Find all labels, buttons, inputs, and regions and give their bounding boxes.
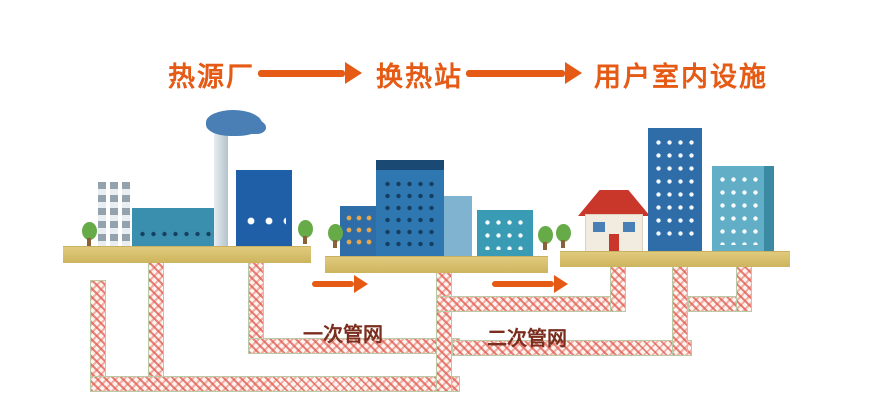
tree-icon <box>554 224 572 248</box>
ground-strip-left <box>63 246 311 263</box>
tree-trunk <box>333 240 337 248</box>
arrow-head <box>565 62 582 84</box>
pipe-vertical-tower <box>736 264 752 312</box>
user-teal-tower-side <box>764 166 774 252</box>
station-teal-windows <box>482 216 528 250</box>
power-plant-windows <box>242 212 286 230</box>
tall-chimney-icon <box>214 132 228 246</box>
tree-foliage <box>327 224 343 242</box>
primary-network-label: 一次管网 <box>303 324 383 346</box>
flow-step-user-indoor-facilities: 用户室内设施 <box>594 62 768 92</box>
station-annex-windows <box>344 212 372 250</box>
station-roofline <box>376 160 444 170</box>
tree-icon <box>296 220 314 244</box>
house-window <box>593 222 605 232</box>
flow-arrow-icon <box>466 62 582 84</box>
secondary-network-label: 二次管网 <box>487 328 567 350</box>
station-annex-building <box>340 206 376 256</box>
tree-icon <box>80 222 98 246</box>
pipe-vertical <box>148 262 164 392</box>
pipe-vertical-house <box>610 264 626 312</box>
tree-icon <box>326 224 344 248</box>
primary-network-arrow-icon <box>312 275 368 293</box>
factory-hall-building <box>132 208 218 246</box>
secondary-network-arrow-icon <box>492 275 568 293</box>
arrow-head <box>554 275 568 293</box>
house-door-icon <box>609 234 619 252</box>
arrow-head <box>345 62 362 84</box>
tree-foliage <box>555 224 571 242</box>
tree-trunk <box>561 240 565 248</box>
factory-chimney-icon <box>122 182 130 246</box>
house-roof-icon <box>578 190 650 216</box>
user-teal-tower-building <box>712 166 774 252</box>
pipe-horizontal-bottom <box>90 376 460 392</box>
arrow-shaft <box>492 281 554 287</box>
flow-step-heat-source-plant: 热源厂 <box>168 62 255 92</box>
factory-hall-windows <box>137 228 213 239</box>
flow-arrow-icon <box>258 62 362 84</box>
arrow-shaft <box>258 69 345 77</box>
factory-chimney-icon <box>98 182 106 246</box>
factory-chimney-icon <box>110 182 118 246</box>
user-highrise-windows <box>653 136 697 244</box>
tree-trunk <box>303 236 307 244</box>
pipe-vertical <box>90 280 106 392</box>
smoke-plume-icon <box>244 120 266 134</box>
arrow-shaft <box>312 281 354 287</box>
pipe-vertical-highrise <box>672 264 688 356</box>
tree-trunk <box>87 238 91 246</box>
station-main-windows <box>382 178 438 248</box>
tree-foliage <box>81 222 97 240</box>
power-plant-building <box>236 170 292 246</box>
ground-strip-right <box>560 251 790 267</box>
tree-trunk <box>543 242 547 250</box>
station-wing-building <box>444 196 472 256</box>
station-teal-building <box>477 210 533 256</box>
pipe-horizontal-primary <box>248 338 460 354</box>
tree-foliage <box>537 226 553 244</box>
pipe-vertical-station <box>436 270 452 392</box>
arrow-head <box>354 275 368 293</box>
ground-strip-middle <box>325 256 548 273</box>
tree-icon <box>536 226 554 250</box>
pipe-horizontal-secondary-upper <box>436 296 626 312</box>
house-window <box>623 222 635 232</box>
pipe-horizontal-secondary-lower <box>452 340 692 356</box>
tree-foliage <box>297 220 313 238</box>
station-main-building <box>376 160 444 256</box>
user-teal-tower-windows <box>717 173 760 245</box>
arrow-shaft <box>466 69 565 77</box>
user-highrise-building <box>648 128 702 252</box>
flow-step-heat-exchange-station: 换热站 <box>376 62 463 92</box>
